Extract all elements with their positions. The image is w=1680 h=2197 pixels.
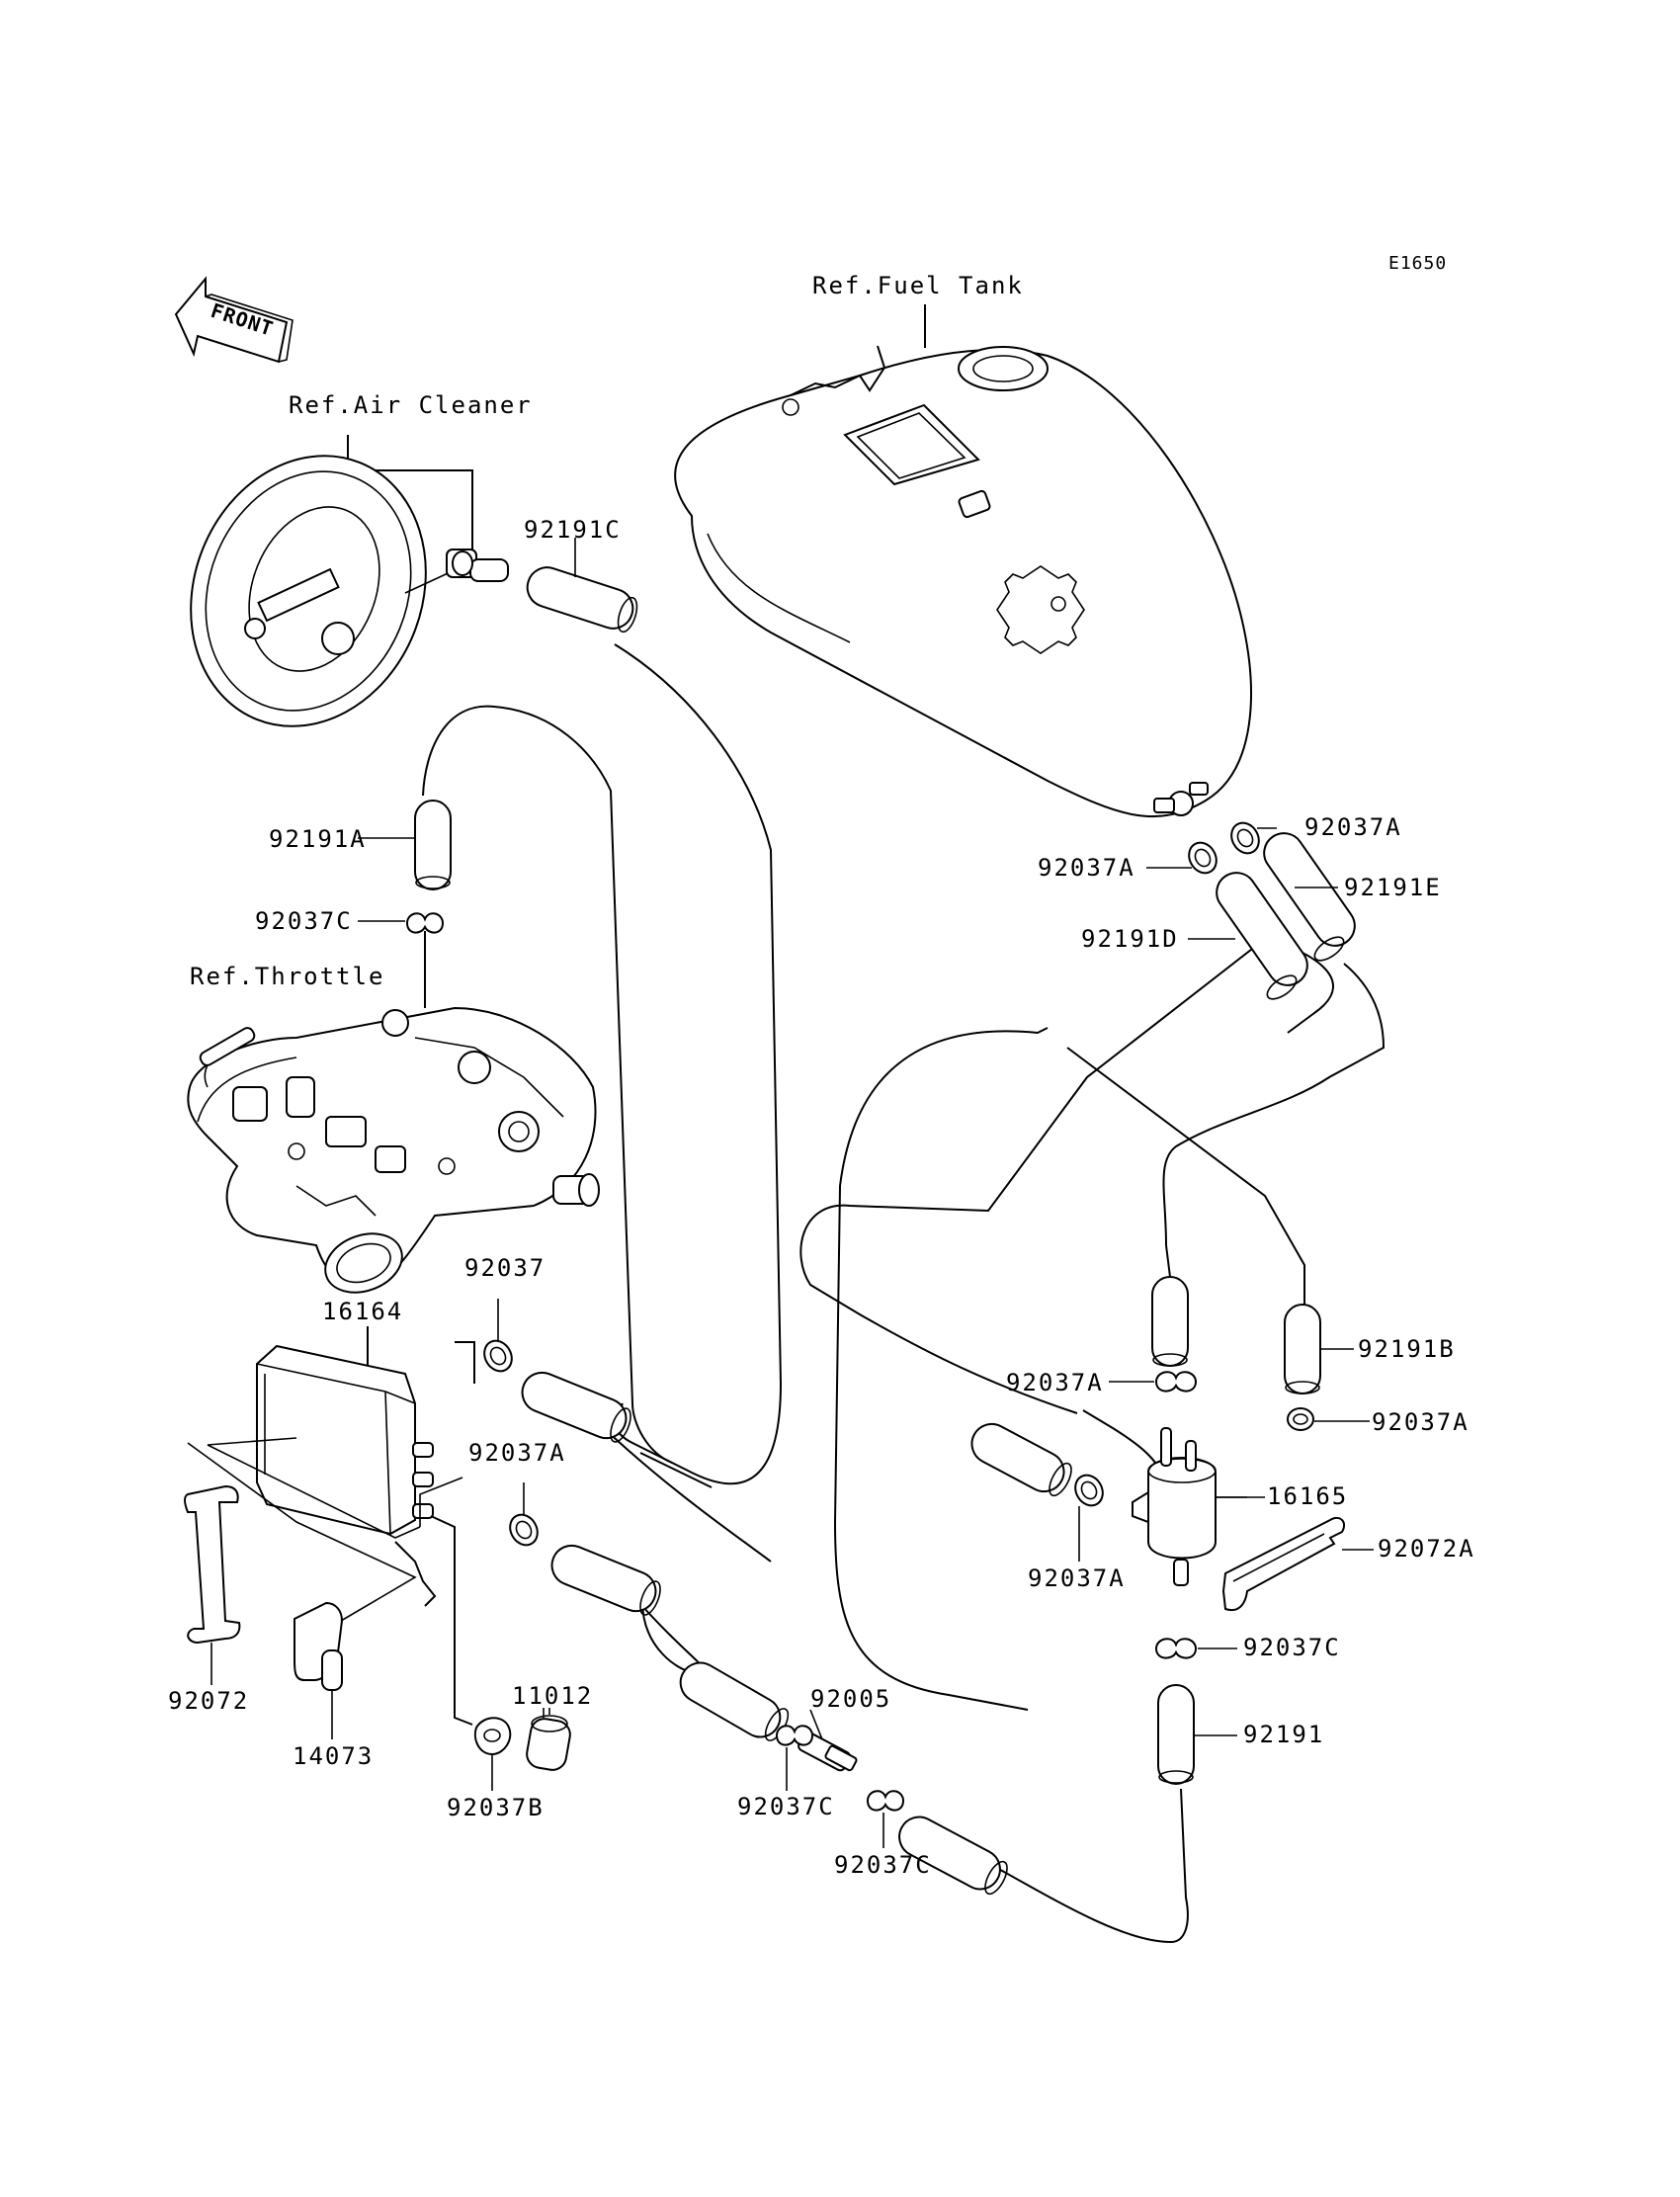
part-label-16165: 16165 — [1267, 1482, 1348, 1510]
ref-fuel-tank-label: Ref.Fuel Tank — [812, 272, 1024, 299]
hose-segment-92191B — [1284, 1304, 1321, 1394]
part-label-92191D: 92191D — [1081, 925, 1179, 953]
part-label-92191B: 92191B — [1358, 1335, 1456, 1363]
part-label-92037A-pump-right: 92037A — [1372, 1408, 1470, 1436]
clamp-92037C-fitting-left — [775, 1725, 814, 1791]
part-label-92072A: 92072A — [1378, 1535, 1475, 1563]
clamp-92037C-pump — [1154, 1638, 1237, 1659]
part-labels: 92191C 92191A 92037C 92037A 92037A 92191… — [168, 516, 1475, 1879]
part-label-92037C-fitting-left: 92037C — [737, 1793, 835, 1820]
leader-lines — [358, 538, 1354, 1736]
fuel-tank-assembly — [674, 304, 1252, 818]
part-label-92072: 92072 — [168, 1687, 249, 1715]
part-label-92191E: 92191E — [1344, 874, 1442, 901]
holder-14073 — [187, 1442, 417, 1739]
ref-throttle-label: Ref.Throttle — [190, 963, 384, 990]
throttle-body-assembly — [187, 931, 600, 1294]
ref-air-cleaner-label: Ref.Air Cleaner — [289, 391, 533, 419]
part-label-92037A-tank-right: 92037A — [1304, 813, 1402, 841]
part-label-92037A-tank-left: 92037A — [1038, 854, 1135, 882]
bracket-92072 — [184, 1484, 241, 1685]
part-label-92037B: 92037B — [447, 1794, 545, 1821]
canister-16164 — [207, 1326, 475, 1726]
hose-segment-pump-left — [970, 1422, 1072, 1497]
part-label-92191C: 92191C — [524, 516, 622, 544]
front-arrow-icon: FRONT — [174, 276, 294, 364]
clip-92037B — [473, 1717, 512, 1791]
hose-routing — [422, 643, 1386, 1944]
part-label-92037A-canister: 92037A — [468, 1439, 566, 1467]
hose-segment-92191 — [1157, 1684, 1195, 1785]
clamp-92037A-pump-right — [1287, 1407, 1370, 1431]
clamp-92037A-canister — [509, 1482, 539, 1547]
part-label-92191: 92191 — [1243, 1721, 1324, 1748]
clamp-92037C-fitting-right — [866, 1790, 905, 1848]
clamp-92037A-tank-right — [1230, 821, 1277, 855]
hose-segment-92191A — [414, 800, 452, 890]
clamp-92037A-pump-left — [1109, 1371, 1198, 1393]
cap-11012 — [526, 1708, 571, 1771]
hose-segment-canister-upper — [521, 1371, 631, 1443]
clamp-92037C-top — [358, 912, 445, 934]
hose-segment-92191E — [1263, 832, 1356, 962]
part-label-92037A-pump-left: 92037A — [1006, 1369, 1104, 1396]
part-label-92037C-pump: 92037C — [1243, 1634, 1341, 1661]
part-label-92037: 92037 — [464, 1254, 546, 1282]
hose-segment-fitting-left — [679, 1661, 790, 1741]
fuel-pump-16165 — [1132, 1427, 1247, 1586]
part-label-11012: 11012 — [512, 1682, 593, 1710]
part-label-92037A-pump-low: 92037A — [1028, 1564, 1126, 1592]
hose-segment-upper-mid — [1151, 1276, 1189, 1367]
hose-segment-92191C — [526, 566, 638, 634]
clamp-92037A-pump-low — [1074, 1474, 1104, 1562]
hose-segment-fitting-right — [898, 1816, 1008, 1896]
air-cleaner-assembly — [190, 435, 509, 727]
part-label-92037C-top: 92037C — [255, 907, 353, 935]
part-label-92005: 92005 — [810, 1685, 891, 1713]
part-label-14073: 14073 — [293, 1742, 374, 1770]
diagram-code: E1650 — [1388, 253, 1447, 274]
hose-segment-92191D — [1216, 872, 1308, 1000]
air-cleaner-elbow-fitting — [446, 549, 509, 582]
part-label-16164: 16164 — [322, 1298, 403, 1325]
part-label-92037C-fitting-right: 92037C — [834, 1851, 932, 1879]
hose-segment-canister-lower — [550, 1544, 661, 1616]
bracket-92072A — [1221, 1516, 1374, 1611]
part-label-92191A: 92191A — [269, 825, 367, 853]
clamp-92037A-tank-left — [1146, 841, 1218, 875]
clamp-92037 — [483, 1299, 513, 1373]
